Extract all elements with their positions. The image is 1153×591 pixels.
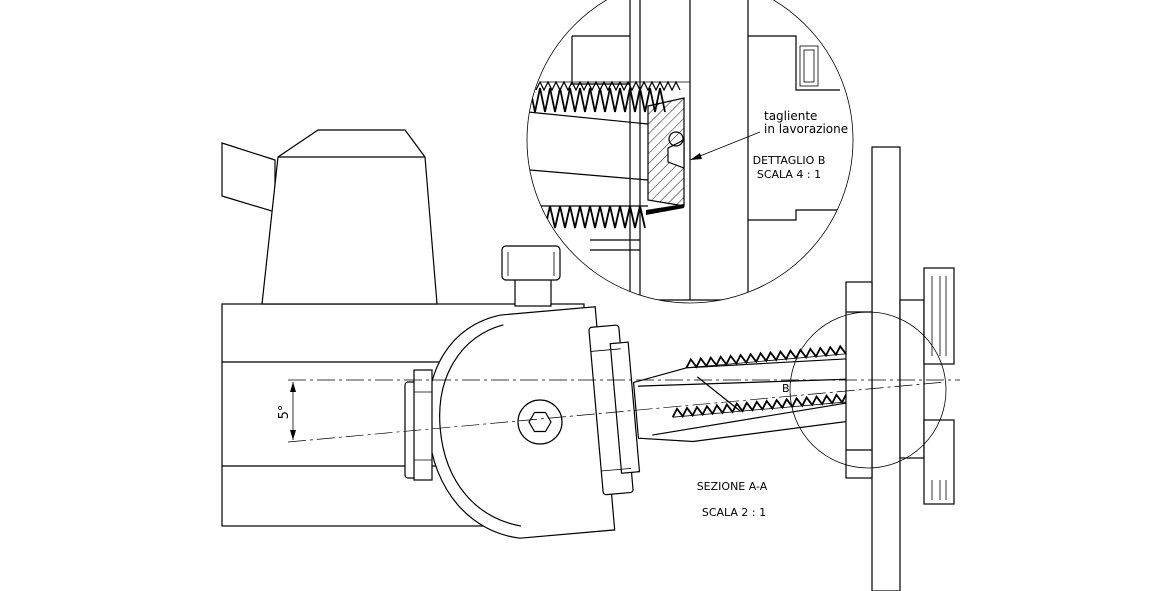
detail-b-view <box>526 0 854 304</box>
workpiece <box>845 146 955 591</box>
angle-dimension: 5° <box>277 382 296 440</box>
detail-b-circle <box>789 311 947 469</box>
callout-line1: tagliente <box>764 109 817 123</box>
rotating-head <box>404 306 641 539</box>
tilted-axis <box>287 381 946 443</box>
section-marker-b: B <box>782 382 790 395</box>
callout-line2: in lavorazione <box>764 122 848 136</box>
detail-title: DETTAGLIO B <box>753 154 826 167</box>
section-title: SEZIONE A-A <box>697 480 768 493</box>
detail-scale: SCALA 4 : 1 <box>757 168 821 181</box>
clamp-screw <box>501 245 561 307</box>
tool-holder-body <box>221 129 585 527</box>
angle-label: 5° <box>277 405 292 420</box>
section-scale: SCALA 2 : 1 <box>702 506 766 519</box>
